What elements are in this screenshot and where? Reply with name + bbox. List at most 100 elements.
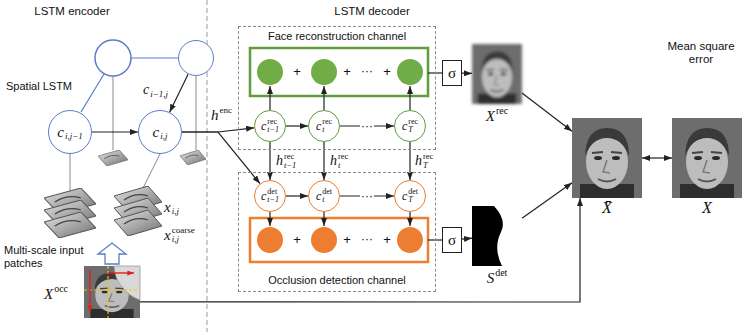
arrow: [269, 86, 270, 110]
arrow: [409, 212, 410, 226]
operator: +: [383, 233, 391, 248]
connector: [182, 132, 260, 184]
connector: [140, 198, 580, 302]
occluding-hand: [114, 266, 140, 300]
symbol-label-base: c: [402, 190, 407, 202]
symbol-label: σ: [448, 233, 456, 248]
arrow: [323, 86, 324, 110]
symbol-label-base: X: [486, 109, 495, 124]
symbol-label-base: c: [153, 125, 160, 140]
script-spacer: [220, 115, 233, 124]
symbol-label-base: c: [402, 120, 407, 132]
loss-label: Mean square error: [660, 40, 742, 66]
channel-box: Occlusion detection channelcdett−1cdettc…: [238, 172, 436, 292]
state-symbol-base: h: [211, 108, 219, 123]
input-line: [113, 76, 114, 150]
symbol-label: cdett: [316, 188, 332, 204]
input-patch: [180, 150, 206, 165]
symbol-label-scripts: i,j: [160, 123, 167, 141]
connector: [269, 142, 270, 180]
part-name: Spatial LSTM: [6, 80, 72, 93]
lstm-cell: cdett: [308, 180, 340, 212]
symbol-label: crect: [316, 118, 332, 134]
image-panel: X: [672, 118, 742, 198]
edge-label: ···: [360, 190, 374, 202]
symbol-label: Sdet: [487, 268, 508, 288]
sigmoid-box: σ: [442, 60, 462, 86]
lstm-cell: ci,j−1: [48, 110, 92, 154]
input-line: [196, 76, 197, 150]
state-symbol-superscript: rec: [284, 152, 296, 161]
channel-label: Occlusion detection channel: [239, 274, 435, 287]
reconstructed-face: [472, 44, 522, 104]
symbol-label: crect−1: [261, 118, 279, 134]
connector: [462, 73, 472, 74]
state-symbol-base: h: [330, 154, 337, 168]
image-panel: Sdet: [472, 206, 522, 266]
operator: +: [343, 65, 351, 80]
script-spacer: [54, 294, 68, 304]
lstm-cell: [95, 40, 131, 76]
operator: +: [383, 65, 391, 80]
output-band: [250, 48, 428, 96]
connector: [409, 142, 410, 180]
state-symbol-scripts: rect: [338, 152, 348, 169]
connector: [286, 125, 308, 126]
symbol-label-scripts: i−1,j: [150, 81, 168, 99]
image-panel: X̄: [572, 118, 642, 198]
symbol-label: cdett−1: [261, 188, 279, 204]
scan-arrow: [108, 272, 134, 273]
symbol-label: ci,j−1: [57, 123, 83, 141]
symbol-label-superscript: rec: [267, 118, 279, 126]
symbol-label-subscript: i,j: [160, 132, 167, 141]
symbol-label-base: c: [261, 190, 266, 202]
reconstruction-output-row: [250, 48, 442, 110]
state-symbol-subscript: t−1: [284, 161, 296, 170]
symbol-label-base: S: [487, 271, 495, 286]
symbol-label-subscript: T: [408, 196, 418, 204]
symbol-label-superscript: rec: [322, 118, 332, 126]
output-cell: [311, 227, 337, 253]
state-symbol-superscript: rec: [338, 152, 348, 161]
detection-output-row: [250, 212, 442, 262]
symbol-label-scripts: detT: [408, 188, 418, 204]
output-cell: [257, 227, 283, 253]
state-symbol-subscript: t: [338, 161, 348, 170]
script-spacer: [160, 123, 167, 132]
symbol-label: Xocc: [44, 284, 68, 304]
symbol-label-subscript: i−1,j: [150, 90, 168, 99]
channel-label: Face reconstruction channel: [239, 30, 435, 43]
image-panel: Xrec: [472, 44, 522, 104]
ellipsis: ···: [361, 233, 373, 247]
output-band: [250, 218, 428, 262]
face-images: [84, 44, 742, 318]
script-spacer: [172, 198, 179, 207]
image-panel: Xocc: [84, 266, 140, 318]
grid-line: [81, 74, 104, 112]
lstm-cell: cdett−1: [254, 180, 286, 212]
channel-box: Face reconstruction channelcrect−1crectc…: [238, 26, 436, 150]
state-symbol-subscript: T: [423, 161, 433, 170]
state-symbol: hrect: [330, 152, 348, 169]
input-symbol-scripts: coarsei,j: [172, 226, 195, 244]
symbol-label-subscript: t−1: [267, 126, 279, 134]
symbol-label-subscript: t: [322, 126, 332, 134]
operator: +: [343, 233, 351, 248]
spatial-lstm-grid: [44, 40, 206, 264]
wire: [428, 72, 442, 73]
symbol-label-base: c: [57, 125, 64, 140]
symbol-label-base: c: [143, 83, 149, 97]
symbol-label-base: X: [702, 200, 712, 216]
input-symbol-scripts: i,j: [172, 198, 179, 216]
symbol-label-superscript: occ: [54, 284, 68, 294]
state-symbol-base: h: [276, 154, 283, 168]
symbol-label-base: X: [44, 287, 53, 302]
section-title: LSTM decoder: [334, 5, 409, 18]
symbol-label-scripts: dett: [322, 188, 332, 204]
state-symbol-base: h: [415, 154, 422, 168]
scan-line: [84, 289, 140, 290]
operator: +: [293, 65, 301, 80]
symbol-label-base: X̄: [602, 200, 612, 216]
output-cell: [257, 59, 283, 85]
